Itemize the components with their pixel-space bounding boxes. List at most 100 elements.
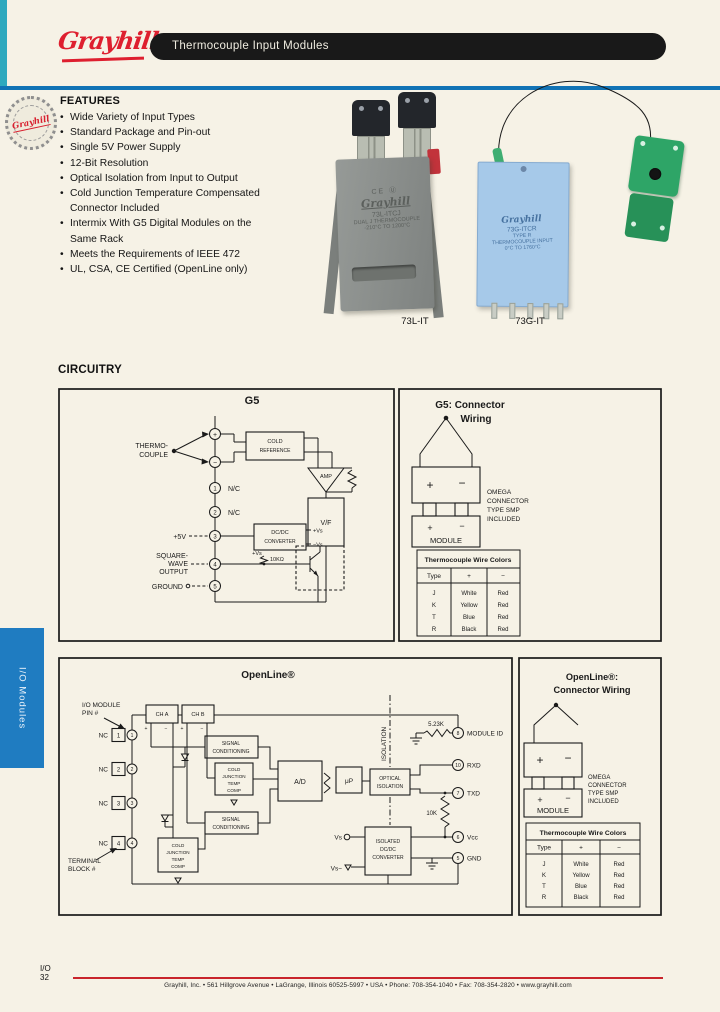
wire-colors-table: Thermocouple Wire Colors Type + − J Whit… [416,549,521,637]
module-screw [520,165,527,173]
svg-text:5: 5 [213,585,217,591]
svg-text:4: 4 [117,842,121,848]
thermocouple-symbol [533,702,579,743]
svg-text:TERMINAL: TERMINAL [68,858,101,865]
svg-text:Red: Red [613,884,624,890]
microprocessor-block: μP [335,766,370,794]
optical-isolation-block: OPTICAL ISOLATION [369,768,411,796]
product-photo-73G-IT: Grayhill 73G-ITCR TYPE R THERMOCOUPLE IN… [476,161,570,320]
g5-pin-labels: N/C N/C +5V SQUARE- WAVE OUTPUT GROUND [152,486,240,591]
caption-73L-IT: 73L-IT [401,316,429,327]
svg-text:+: + [181,726,184,732]
feature-text: Cold Junction Temperature Compensated Co… [70,188,260,215]
svg-text:1: 1 [213,487,217,493]
svg-text:ISOLATION: ISOLATION [377,784,404,790]
svg-text:3: 3 [213,535,217,541]
svg-text:MODULE: MODULE [537,806,569,815]
g5-title: G5 [245,395,260,407]
feature-item: Single 5V Power Supply [60,140,278,155]
protection-zener-2 [160,814,173,828]
svg-text:Red: Red [613,873,624,879]
svg-text:R: R [432,627,437,633]
svg-text:+Vs: +Vs [313,529,323,535]
grayhill-logo: Grayhill [56,26,160,55]
svg-text:Black: Black [462,627,478,633]
svg-text:TXD: TXD [467,791,480,798]
caption-73G-IT: 73G-IT [515,316,545,327]
bullet-icon [60,247,70,262]
svg-text:6: 6 [457,835,460,841]
svg-text:N/C: N/C [228,486,240,493]
g5-circuit-diagram: G5 THERMO- COUPLE + − 1 2 3 4 5 N/C N/C … [58,388,395,642]
svg-text:+: + [467,573,471,580]
plug-base [403,128,431,162]
svg-text:J: J [433,591,436,597]
svg-text:5.23K: 5.23K [428,722,444,728]
thermocouple-plug-black-2 [398,92,436,162]
svg-text:8: 8 [457,731,460,737]
svg-text:10K: 10K [426,811,437,817]
svg-text:MODULE ID: MODULE ID [467,731,503,738]
svg-text:+Vs: +Vs [252,551,262,557]
header-rule [0,86,720,90]
wire-colors-table: Thermocouple Wire Colors Type + − J Whit… [525,822,641,908]
svg-text:+: + [537,795,542,805]
section-edge-tab-label: I/O Modules [16,666,28,730]
svg-text:Red: Red [497,591,508,597]
plug-cap [352,100,390,136]
isolation-barrier: ISOLATION [381,695,391,825]
io-module-pin-callout: I/O MODULE PIN # [82,702,125,729]
svg-text:Black: Black [574,895,590,901]
svg-text:4: 4 [213,563,217,569]
feature-item: Wide Variety of Input Types [60,110,278,125]
feature-text: Single 5V Power Supply [70,142,181,154]
svg-text:K: K [432,603,436,609]
svg-text:1: 1 [131,733,134,739]
olw-title-line2: Connector Wiring [554,685,631,695]
bullet-icon [60,186,70,216]
svg-text:CH A: CH A [156,712,169,718]
omega-connector-drawing: + − [411,466,481,517]
openline-connector-wiring-diagram: OpenLine®: Connector Wiring + − + − MODU… [518,657,662,916]
svg-text:−: − [459,521,464,531]
openline-circuit-diagram: OpenLine® NC 1 1 NC 2 2 NC 3 3 NC 4 4 I/… [58,657,513,916]
svg-text:TYPE SMP: TYPE SMP [487,507,520,514]
output-transistor [221,545,345,602]
svg-text:REFERENCE: REFERENCE [260,448,292,454]
svg-text:DC/DC: DC/DC [271,530,288,536]
svg-text:WAVE: WAVE [168,561,188,568]
feature-text: Meets the Requirements of IEEE 472 [70,248,240,260]
svg-text:DC/DC: DC/DC [380,847,396,853]
feature-item: Optical Isolation from Input to Output [60,171,278,186]
svg-text:OPTICAL: OPTICAL [379,776,401,782]
footer-rule [73,977,663,979]
feature-text: UL, CSA, CE Certified (OpenLine only) [70,264,248,276]
svg-text:RXD: RXD [467,763,481,770]
svg-text:INCLUDED: INCLUDED [588,799,619,805]
svg-text:A/D: A/D [294,779,306,786]
svg-text:Red: Red [613,895,624,901]
left-bus-and-terminals: NC 1 1 NC 2 2 NC 3 3 NC 4 4 [99,715,138,884]
olw-title-line1: OpenLine®: [566,672,618,682]
svg-text:Red: Red [497,603,508,609]
section-edge-tab: I/O Modules [0,628,44,768]
protection-zener-1 [173,747,190,768]
page-title: Thermocouple Input Modules [172,40,329,52]
bullet-icon [60,262,70,277]
svg-text:NC: NC [99,733,109,740]
svg-text:CONDITIONING: CONDITIONING [213,825,250,831]
svg-text:GROUND: GROUND [152,584,183,591]
svg-text:−: − [201,726,204,732]
omega-connector-drawing: + − [523,742,583,790]
feature-item: UL, CSA, CE Certified (OpenLine only) [60,262,278,277]
svg-text:Vcc: Vcc [467,835,479,842]
svg-text:SIGNAL: SIGNAL [222,817,241,823]
adc-block: A/D [277,760,331,802]
svg-text:OUTPUT: OUTPUT [159,569,189,576]
bullet-icon [60,125,70,140]
svg-text:10KΩ: 10KΩ [270,557,284,563]
svg-text:SQUARE-: SQUARE- [156,553,189,560]
svg-text:−: − [165,726,168,732]
svg-text:OMEGA: OMEGA [487,489,512,496]
